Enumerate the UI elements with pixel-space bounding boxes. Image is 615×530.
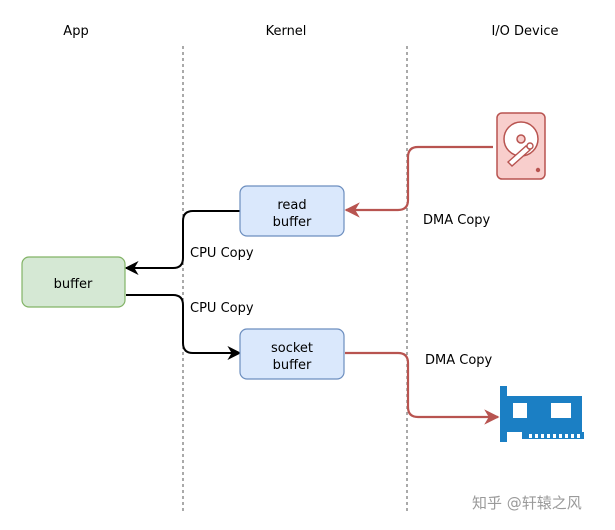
socket-buffer-label-line1: socket — [271, 341, 313, 356]
edge-dma-socket-buffer-to-nic — [345, 351, 500, 425]
lane-title-kernel: Kernel — [266, 24, 307, 39]
app-buffer-label: buffer — [54, 277, 93, 292]
lane-title-io-device: I/O Device — [491, 24, 558, 39]
edge-dma-disk-to-read-buffer — [344, 145, 493, 218]
socket-buffer-label-line2: buffer — [273, 358, 312, 373]
network-card-icon — [500, 386, 584, 442]
edge-cpu-read-buffer-to-app — [124, 210, 240, 275]
edge-label-cpu-read: CPU Copy — [190, 246, 254, 261]
read-buffer-label-line2: buffer — [273, 215, 312, 230]
read-buffer-label-line1: read — [277, 198, 306, 213]
socket-buffer-box[interactable]: socket buffer — [239, 328, 345, 380]
read-buffer-box[interactable]: read buffer — [239, 185, 345, 237]
edge-label-dma-read: DMA Copy — [423, 213, 491, 228]
hard-disk-icon — [496, 112, 546, 180]
edge-label-cpu-write: CPU Copy — [190, 301, 254, 316]
edge-label-dma-write: DMA Copy — [425, 353, 493, 368]
watermark-text: 知乎 @轩辕之风 — [472, 494, 582, 512]
edge-cpu-app-to-socket-buffer — [126, 294, 242, 360]
lane-title-app: App — [63, 24, 88, 39]
app-buffer-box[interactable]: buffer — [21, 256, 126, 308]
